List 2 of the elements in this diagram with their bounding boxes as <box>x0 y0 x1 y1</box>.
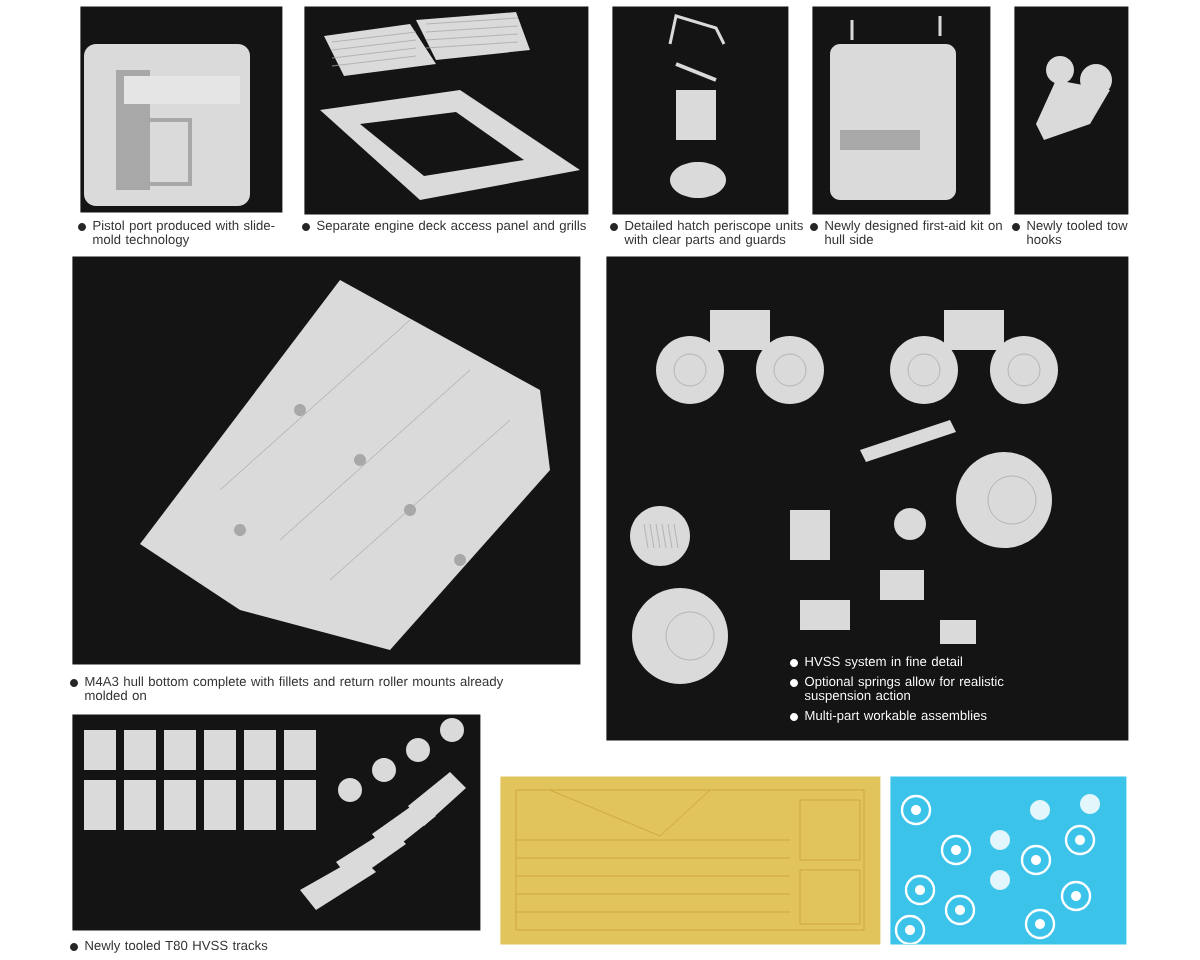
picture-panel <box>500 776 881 945</box>
picture-panel <box>890 776 1127 945</box>
